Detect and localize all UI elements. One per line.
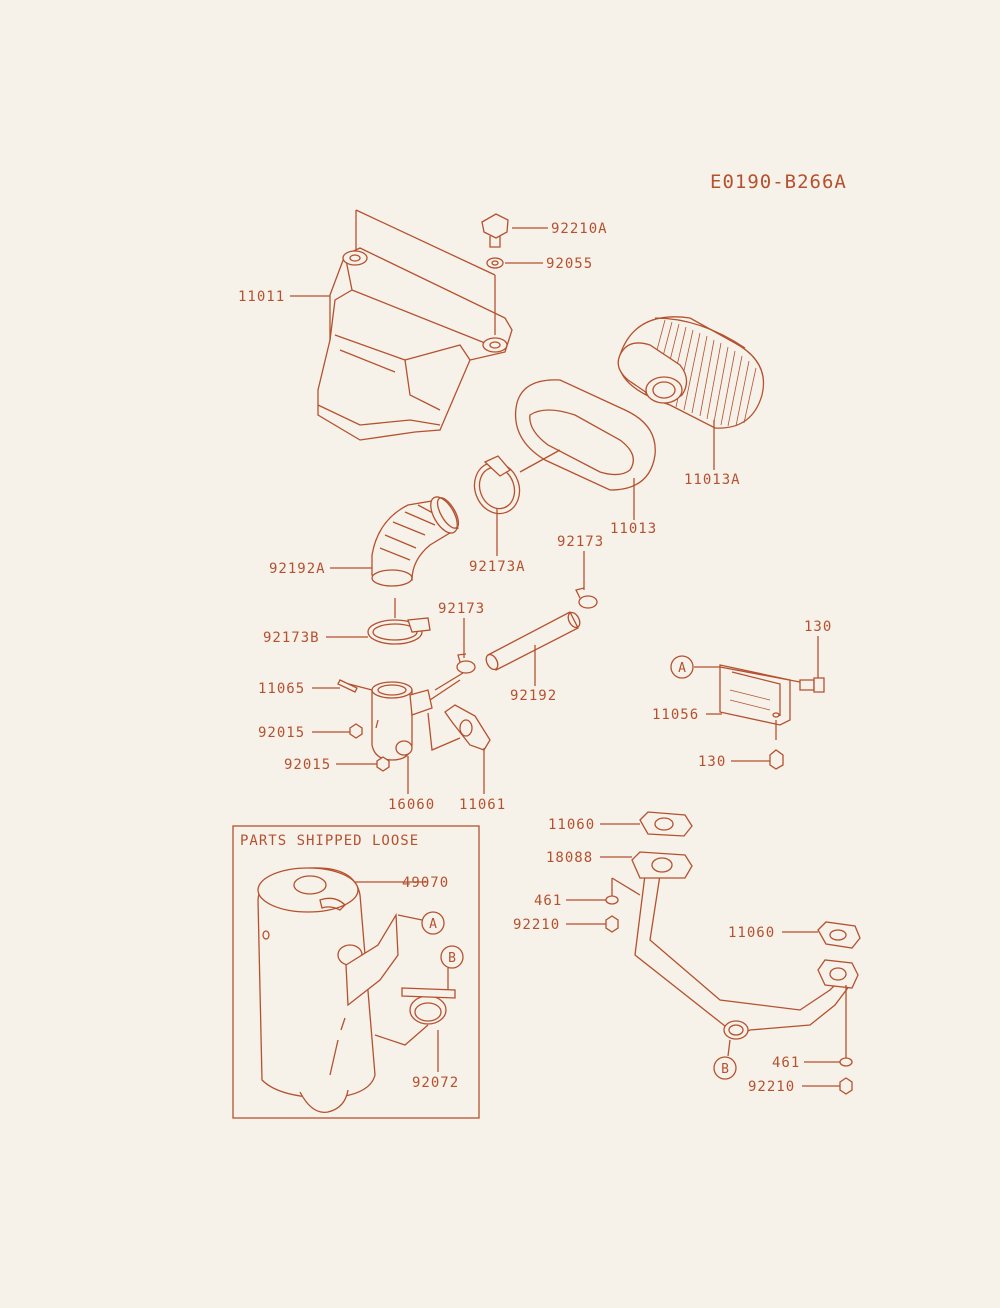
clamp-92173a [473,455,521,515]
clamp-92173-small-mid [456,653,476,674]
diagram-code: E0190-B266A [710,171,847,193]
leader-lines [290,227,840,1087]
parts-shipped-loose-box [232,825,480,1119]
bolt-130-a [799,677,825,693]
bracket-11056 [719,664,791,726]
hose-92192 [485,611,581,671]
exhaust-pipe-18088 [631,851,859,1040]
nut-92210-a [605,915,619,933]
air-cleaner-cover [317,209,513,441]
label-92173-upper: 92173 [557,534,604,550]
bolt-130-b [769,749,784,770]
clamp-92072 [401,987,456,1025]
callout-b-box: B [440,945,464,969]
gasket-11060-a [639,811,693,837]
label-461-b: 461 [772,1055,800,1071]
label-92173a: 92173A [469,559,526,575]
washer-461-b [839,1057,853,1067]
label-92192a: 92192A [269,561,326,577]
label-130-b: 130 [698,754,726,770]
washer-461-a [605,895,619,905]
label-92210-a: 92210 [513,917,560,933]
label-16060: 16060 [388,797,435,813]
pin-11065 [337,679,358,693]
wing-nut-92210a [481,213,509,248]
intake-adapter-16060 [371,681,433,761]
callout-a-box: A [421,911,445,935]
gasket-11060-b [817,921,861,949]
label-49070: 49070 [402,875,449,891]
gasket-11061 [444,704,491,751]
pre-cleaner [514,379,656,491]
washer-92055 [486,257,504,269]
label-11056: 11056 [652,707,699,723]
label-11013: 11013 [610,521,657,537]
svg-text:B: B [448,951,456,966]
label-461-a: 461 [534,893,562,909]
svg-text:B: B [721,1062,729,1077]
label-92173-mid: 92173 [438,601,485,617]
label-92015-a: 92015 [258,725,305,741]
svg-text:A: A [678,661,686,676]
svg-text:A: A [429,917,437,932]
label-92210a: 92210A [551,221,608,237]
clamp-92173-small-upper [575,587,598,609]
box-title: PARTS SHIPPED LOOSE [240,833,419,849]
label-11065: 11065 [258,681,305,697]
label-11060-b: 11060 [728,925,775,941]
callout-b-pipe: B [713,1056,737,1080]
part-labels: 92210A 92055 11011 11013A 11013 92173A 9… [238,221,832,1095]
label-11013a: 11013A [684,472,741,488]
clamp-92173b [367,617,431,645]
label-92173b: 92173B [263,630,320,646]
label-92072: 92072 [412,1075,459,1091]
nut-92015-a [349,723,363,739]
label-11060-a: 11060 [548,817,595,833]
air-filter-element [617,316,765,429]
label-92210-b: 92210 [748,1079,795,1095]
label-92192: 92192 [510,688,557,704]
muffler-49070 [257,867,399,1113]
label-11011: 11011 [238,289,285,305]
label-130-a: 130 [804,619,832,635]
nut-92015-b [376,756,390,772]
elbow-hose-92192a [371,496,460,587]
label-92055: 92055 [546,256,593,272]
nut-92210-b [839,1077,853,1095]
label-11061: 11061 [459,797,506,813]
label-18088: 18088 [546,850,593,866]
label-92015-b: 92015 [284,757,331,773]
callout-a-upper: A [670,655,694,679]
